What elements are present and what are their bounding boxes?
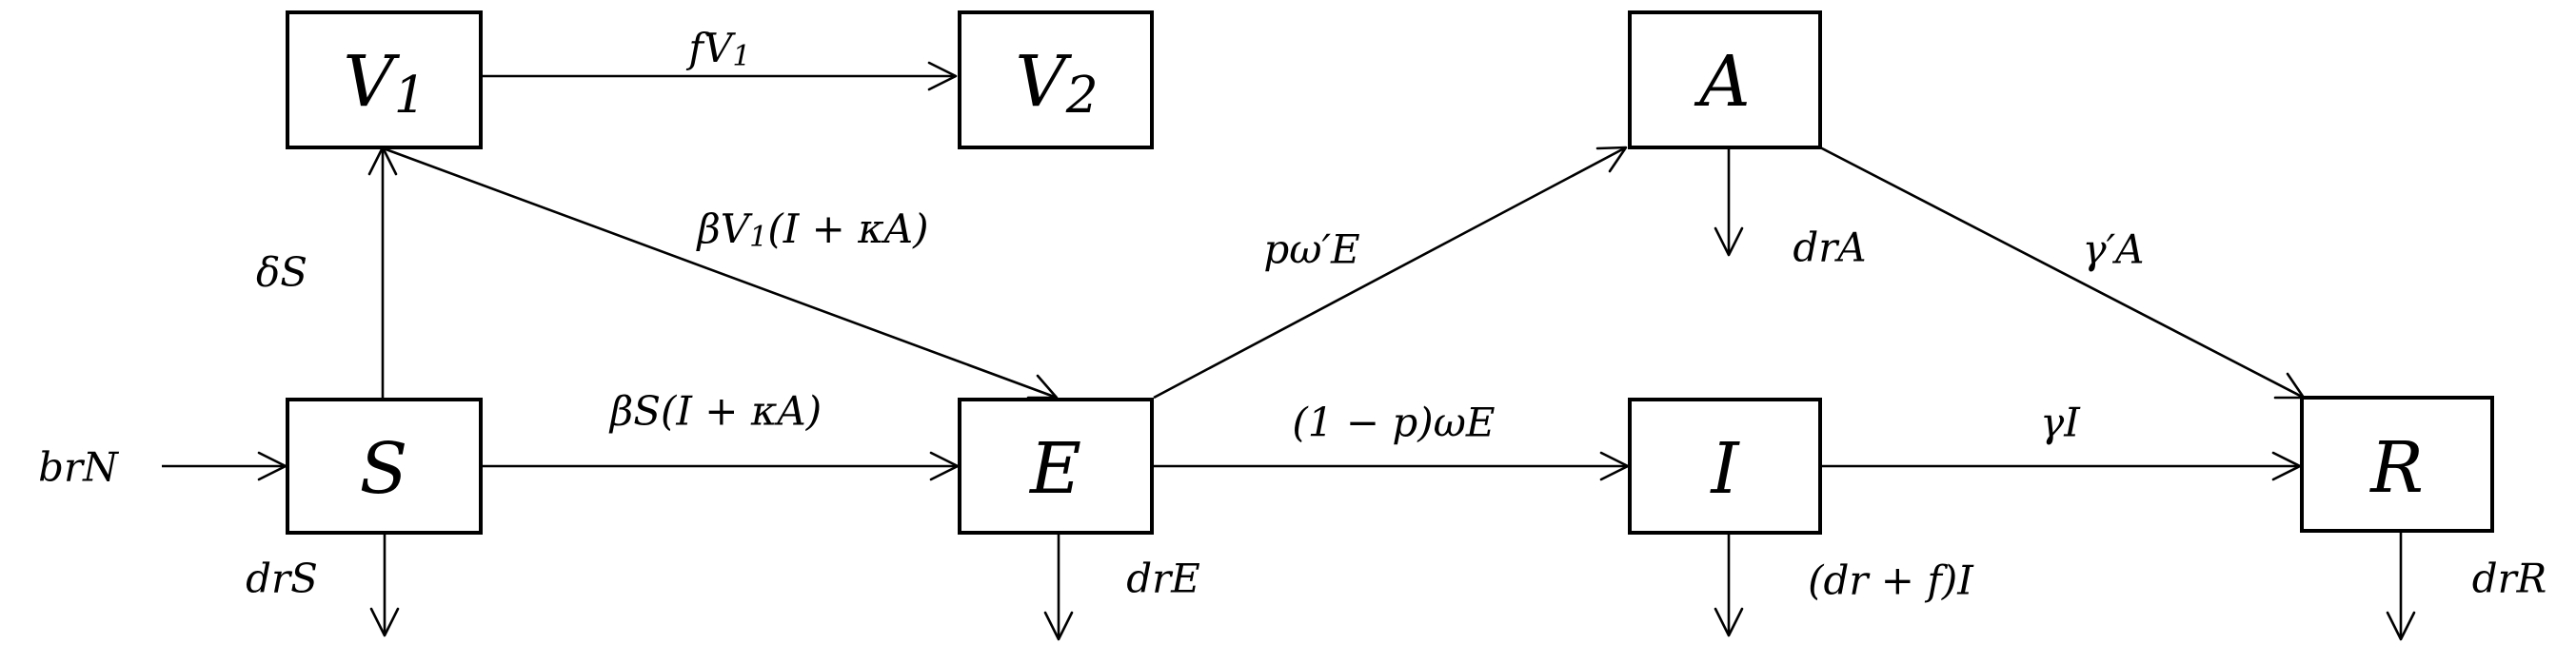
node-v2: V2 [958, 10, 1154, 149]
label-s-to-e: βS(I + κA) [608, 388, 822, 435]
label-death-s: drS [246, 556, 318, 602]
arrow-s-to-v1 [367, 146, 398, 398]
node-r-label: R [2368, 427, 2424, 509]
node-r: R [2300, 396, 2494, 533]
arrow-birth-to-s [162, 451, 287, 481]
arrow-v1-to-v2 [483, 61, 958, 91]
arrow-death-i [1714, 533, 1744, 637]
label-e-to-a: pω′E [1263, 226, 1359, 273]
arrows [162, 61, 2416, 641]
label-death-a: drA [1793, 225, 1866, 271]
node-v1-label: V1 [343, 41, 426, 125]
label-death-i: (dr + f)I [1808, 557, 1974, 604]
label-s-to-v1: δS [256, 249, 307, 296]
edge-labels: fV1 βV1(I + κA) δS βS(I + κA) pω′E (1 − … [38, 25, 2546, 604]
arrow-i-to-r [1822, 451, 2302, 481]
node-e: E [958, 398, 1154, 535]
node-i-label: I [1709, 428, 1740, 510]
arrow-death-r [2386, 531, 2416, 641]
arrow-death-a [1714, 147, 1744, 257]
label-v1-to-v2: fV1 [685, 25, 750, 73]
arrow-v1-to-e [380, 146, 1059, 400]
label-a-to-r: γ′A [2083, 226, 2145, 273]
node-i: I [1628, 398, 1822, 535]
node-v2-label: V2 [1015, 41, 1098, 125]
node-a: A [1628, 10, 1822, 149]
arrow-death-e [1043, 533, 1074, 641]
label-birth: brN [38, 444, 119, 491]
label-v1-to-e: βV1(I + κA) [695, 205, 928, 254]
node-v1: V1 [286, 10, 483, 149]
compartment-boxes: V1 V2 A S E I R [286, 10, 2494, 535]
arrow-e-to-a [1153, 146, 1628, 400]
arrow-a-to-r [1819, 146, 2306, 400]
arrow-s-to-e [483, 451, 960, 481]
label-death-e: drE [1126, 556, 1200, 602]
arrow-e-to-i [1154, 451, 1630, 481]
node-e-label: E [1028, 428, 1081, 510]
node-s-label: S [360, 428, 408, 510]
label-e-to-i: (1 − p)ωE [1292, 400, 1495, 446]
label-i-to-r: γI [2040, 400, 2081, 446]
node-a-label: A [1694, 41, 1750, 123]
node-s: S [286, 398, 483, 535]
arrow-death-s [369, 533, 400, 637]
label-death-r: drR [2472, 556, 2547, 602]
